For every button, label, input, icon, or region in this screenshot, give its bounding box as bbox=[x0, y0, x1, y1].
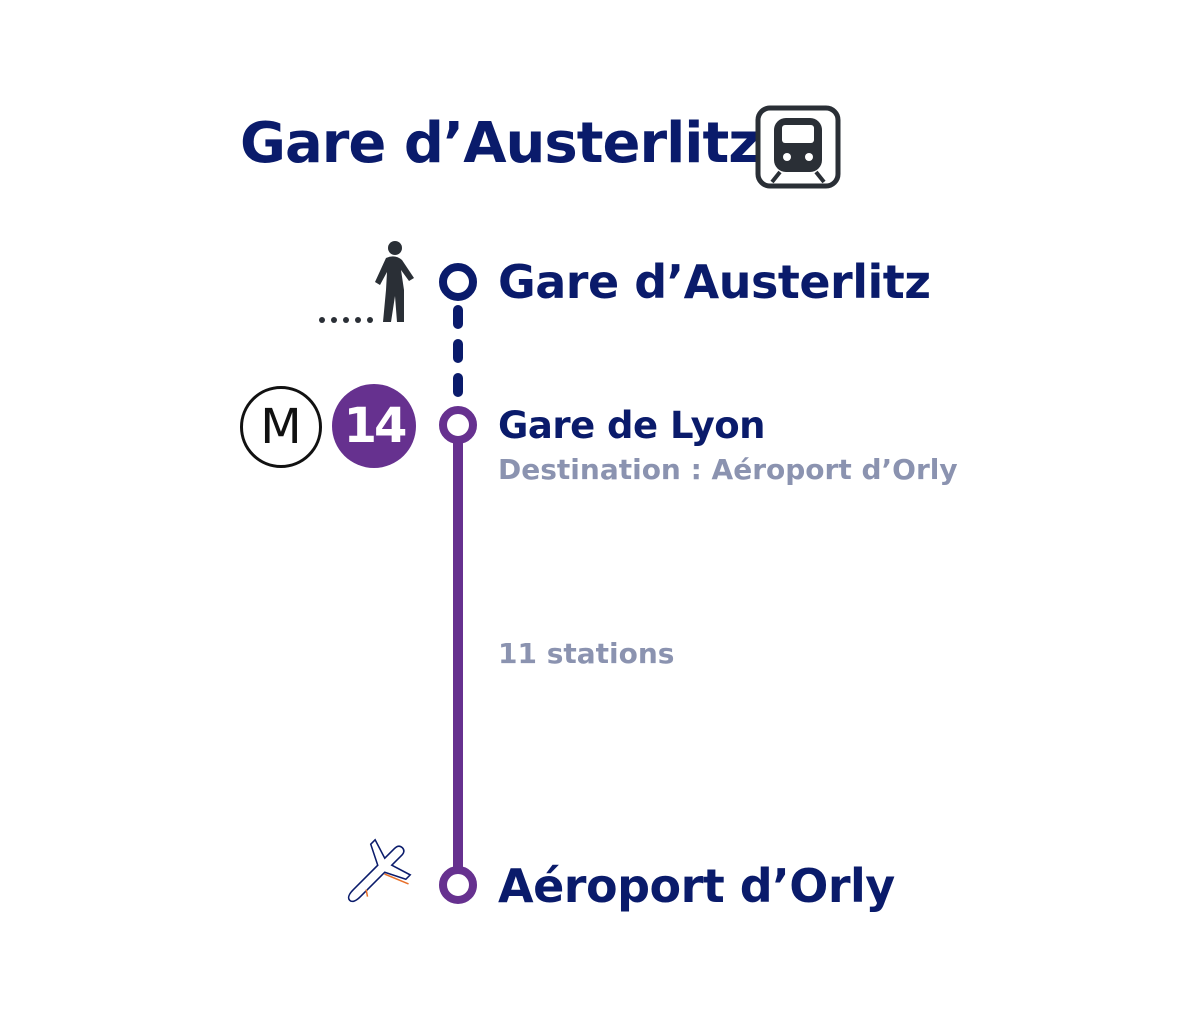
line-number-badge: 14 bbox=[332, 384, 416, 468]
station-count: 11 stations bbox=[498, 637, 675, 670]
stop-dot-gare-de-lyon bbox=[439, 406, 477, 444]
walking-path-dots bbox=[319, 317, 373, 323]
page-title: Gare d’Austerlitz bbox=[240, 111, 761, 176]
metro-icon: M bbox=[240, 386, 322, 468]
stop-name-gare-de-lyon: Gare de Lyon bbox=[498, 404, 765, 447]
walking-person-icon bbox=[375, 241, 414, 322]
destination-label: Destination : Aéroport d’Orly bbox=[498, 453, 958, 486]
stop-dot-austerlitz bbox=[439, 263, 477, 301]
stop-dot-orly bbox=[439, 866, 477, 904]
airplane-icon bbox=[347, 838, 412, 903]
stop-name-orly: Aéroport d’Orly bbox=[498, 859, 895, 913]
stop-name-austerlitz: Gare d’Austerlitz bbox=[498, 255, 931, 309]
train-icon bbox=[755, 105, 841, 189]
